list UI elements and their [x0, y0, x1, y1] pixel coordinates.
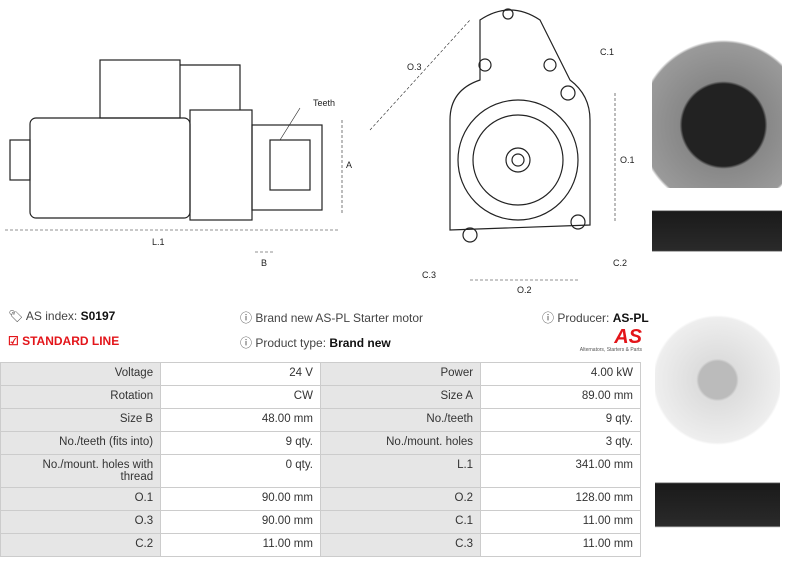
spec-value: 11.00 mm — [480, 510, 641, 534]
info-icon: ⓘ — [542, 311, 555, 325]
standard-line-label: STANDARD LINE — [22, 334, 120, 348]
spec-value: 90.00 mm — [160, 510, 321, 534]
spec-value: 9 qty. — [480, 408, 641, 432]
side-view-drawing — [5, 59, 343, 253]
spec-value: 48.00 mm — [160, 408, 321, 432]
label-l1: L.1 — [152, 237, 165, 247]
spec-value: 11.00 mm — [480, 533, 641, 557]
front-view-drawing — [369, 8, 616, 281]
spec-value: 9 qty. — [160, 431, 321, 455]
spec-label: Size A — [319, 385, 482, 409]
spec-label: L.1 — [319, 454, 482, 488]
product-photo-rear[interactable] — [655, 272, 780, 452]
producer-label: Producer: — [557, 311, 610, 325]
label-o1: O.1 — [620, 155, 635, 165]
spec-value: 11.00 mm — [160, 533, 321, 557]
producer-value: AS-PL — [612, 311, 649, 325]
spec-label: Voltage — [0, 362, 162, 386]
spec-label: O.2 — [319, 487, 482, 511]
label-teeth: Teeth — [313, 98, 336, 108]
producer: ⓘ Producer: AS-PL — [542, 309, 649, 326]
product-type-value: Brand new — [329, 336, 391, 350]
spec-value: 3 qty. — [480, 431, 641, 455]
spec-value: 24 V — [160, 362, 321, 386]
as-index-value: S0197 — [80, 309, 116, 323]
label-a: A — [346, 160, 353, 170]
spec-label: C.3 — [319, 533, 482, 557]
table-row: No./teeth (fits into)9 qty.No./mount. ho… — [0, 431, 641, 455]
as-index: 🏷 AS index: S0197 — [8, 309, 115, 323]
spec-label: No./teeth — [319, 408, 482, 432]
spec-label: O.1 — [0, 487, 162, 511]
spec-value: 89.00 mm — [480, 385, 641, 409]
tag-icon: 🏷 — [8, 309, 24, 323]
spec-label: No./mount. holes with thread — [0, 454, 162, 488]
as-index-label: AS index: — [25, 309, 78, 323]
label-c2: C.2 — [613, 258, 628, 268]
label-o3: O.3 — [407, 62, 422, 72]
product-photo-side-2[interactable] — [655, 462, 780, 542]
label-o2: O.2 — [517, 285, 532, 295]
spec-label: No./teeth (fits into) — [0, 431, 162, 455]
spec-value: 4.00 kW — [480, 362, 641, 386]
logo-text: AS — [614, 326, 642, 348]
spec-label: Rotation — [0, 385, 162, 409]
label-b: B — [261, 258, 268, 268]
spec-label: Size B — [0, 408, 162, 432]
spec-label: C.1 — [319, 510, 482, 534]
info-icon: ⓘ — [240, 311, 253, 325]
product-photo-side[interactable] — [652, 196, 782, 266]
spec-label: No./mount. holes — [319, 431, 482, 455]
spec-value: 341.00 mm — [480, 454, 641, 488]
checkbox-icon: ☑ — [8, 334, 19, 348]
info-icon: ⓘ — [240, 336, 253, 350]
standard-line: ☑ STANDARD LINE — [8, 334, 119, 348]
product-type: ⓘ Product type: Brand new — [240, 334, 391, 351]
spec-value: CW — [160, 385, 321, 409]
spec-label: O.3 — [0, 510, 162, 534]
spec-value: 90.00 mm — [160, 487, 321, 511]
spec-value: 0 qty. — [160, 454, 321, 488]
spec-value: 128.00 mm — [480, 487, 641, 511]
label-c1: C.1 — [600, 47, 615, 57]
description: ⓘ Brand new AS-PL Starter motor — [240, 309, 423, 326]
as-logo: AS Alternators, Starters & Parts — [566, 327, 642, 353]
spec-label: Power — [319, 362, 482, 386]
logo-tagline: Alternators, Starters & Parts — [579, 347, 642, 353]
description-text: Brand new AS-PL Starter motor — [255, 311, 423, 325]
product-type-label: Product type: — [255, 336, 327, 350]
product-photo-front[interactable] — [652, 8, 782, 188]
label-c3: C.3 — [422, 270, 437, 280]
spec-label: C.2 — [0, 533, 162, 557]
